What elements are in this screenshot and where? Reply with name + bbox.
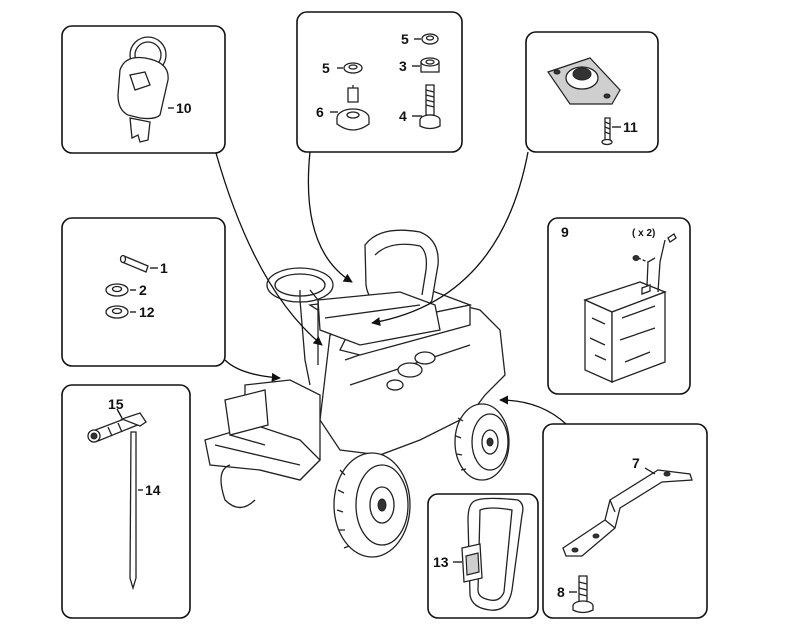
switch-box: 11 <box>525 31 659 153</box>
callout-14: 14 <box>145 482 161 498</box>
rear-wheel <box>454 403 510 481</box>
battery-quantity: ( x 2) <box>632 228 655 239</box>
pin-icon <box>119 254 149 273</box>
callout-8: 8 <box>557 584 565 600</box>
washer-icon <box>105 305 129 319</box>
callout-2: 2 <box>139 282 147 298</box>
knob-icon <box>336 85 370 131</box>
callout-6: 6 <box>316 104 324 120</box>
callout-5b: 5 <box>401 31 409 47</box>
front-wheel <box>333 452 411 558</box>
switch-plate-icon <box>547 57 621 105</box>
bracket-box: 7 8 <box>542 423 708 619</box>
screw-icon <box>601 117 613 146</box>
bolt-icon <box>419 84 441 130</box>
callout-12: 12 <box>139 304 155 320</box>
bracket-icon <box>562 469 693 557</box>
socket-wrench-icon <box>87 412 147 443</box>
steering-wheel <box>266 267 334 386</box>
seat-belt-icon <box>461 497 524 611</box>
nut-icon <box>420 57 440 73</box>
key-box: 10 <box>61 25 226 154</box>
callout-11: 11 <box>623 119 638 135</box>
seat-hardware-box: 5 6 5 3 4 <box>296 11 463 153</box>
key-icon <box>117 36 169 143</box>
battery-icon <box>583 233 677 384</box>
callout-5a: 5 <box>322 60 330 76</box>
tool-box: 15 14 <box>61 384 191 619</box>
washer-icon <box>343 62 363 74</box>
seat <box>317 229 441 346</box>
callout-13: 13 <box>433 554 449 570</box>
bolt-icon <box>572 575 594 614</box>
callout-10: 10 <box>176 100 192 116</box>
rod-icon <box>129 431 137 591</box>
callout-1: 1 <box>160 260 168 276</box>
strap-box: 13 <box>427 493 539 619</box>
callout-15: 15 <box>108 396 124 412</box>
pin-washer-box: 1 2 12 <box>61 217 226 367</box>
callout-3: 3 <box>399 58 407 74</box>
washer-icon <box>105 283 129 297</box>
callout-7: 7 <box>632 455 640 471</box>
callout-4: 4 <box>399 108 407 124</box>
battery-box: 9 ( x 2) <box>547 217 691 395</box>
callout-9: 9 <box>561 224 569 240</box>
leader-arrows <box>215 151 567 425</box>
